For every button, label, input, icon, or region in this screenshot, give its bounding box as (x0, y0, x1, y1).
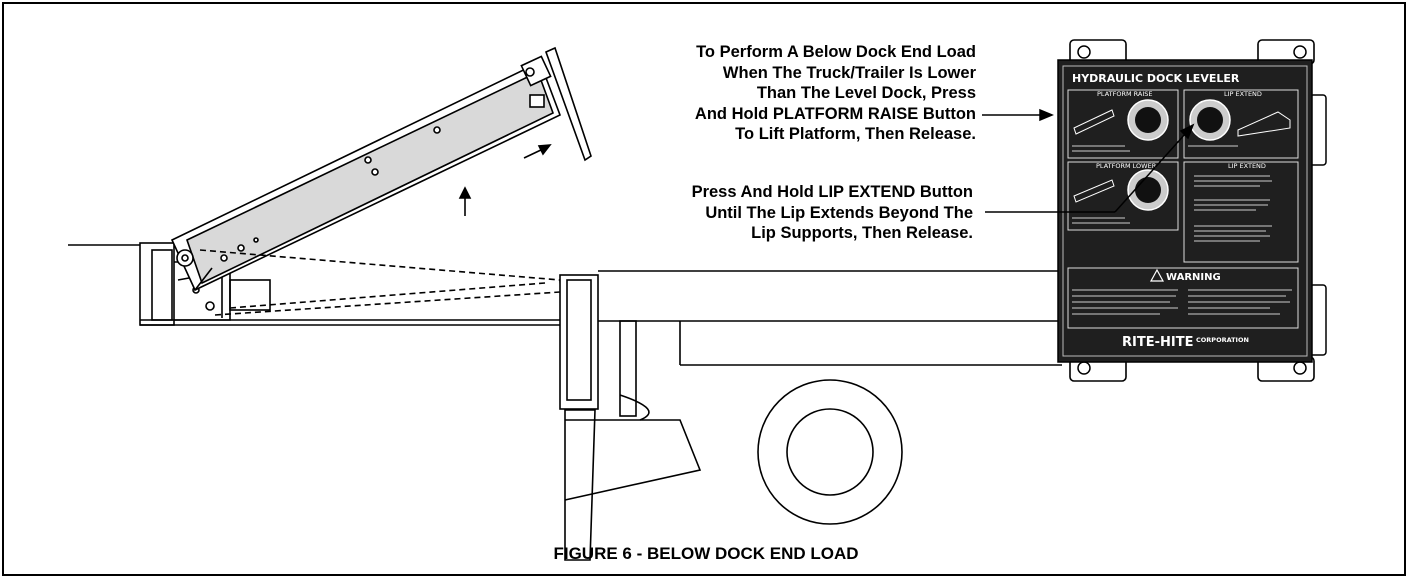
lip-extend-instructions-label: LIP EXTEND (1228, 162, 1266, 170)
callout-line: And Hold PLATFORM RAISE Button (694, 104, 976, 123)
lip-extend-callout: Press And Hold LIP EXTEND Button Until T… (692, 182, 973, 244)
callout-line: Lip Supports, Then Release. (751, 224, 973, 243)
figure-caption: FIGURE 6 - BELOW DOCK END LOAD (553, 544, 859, 563)
callout-line: Press And Hold LIP EXTEND Button (691, 183, 973, 201)
lip-extend-label: LIP EXTEND (1224, 90, 1262, 98)
callout-line: To Lift Platform, Then Release. (735, 125, 976, 144)
truck-trailer (559, 270, 1062, 561)
platform-lower-label: PLATFORM LOWER (1096, 162, 1157, 170)
dock-leveler (68, 46, 592, 401)
callout-line: To Perform A Below Dock End Load (696, 43, 976, 61)
control-panel: HYDRAULIC DOCK LEVELER PLATFORM RAISE LI… (1057, 39, 1327, 382)
panel-title: HYDRAULIC DOCK LEVELER (1072, 72, 1240, 85)
leader-lines (982, 108, 1195, 213)
brand-logo: RITE-HITE (1122, 335, 1193, 350)
platform-raise-callout: To Perform A Below Dock End Load When Th… (695, 42, 976, 145)
brand-suffix: CORPORATION (1196, 336, 1249, 344)
warning-label: WARNING (1166, 272, 1221, 283)
callout-line: Until The Lip Extends Beyond The (705, 203, 973, 222)
callout-line: Than The Level Dock, Press (756, 84, 976, 103)
platform-raise-label: PLATFORM RAISE (1097, 90, 1153, 98)
callout-line: When The Truck/Trailer Is Lower (722, 63, 976, 82)
raised-platform (170, 46, 592, 292)
